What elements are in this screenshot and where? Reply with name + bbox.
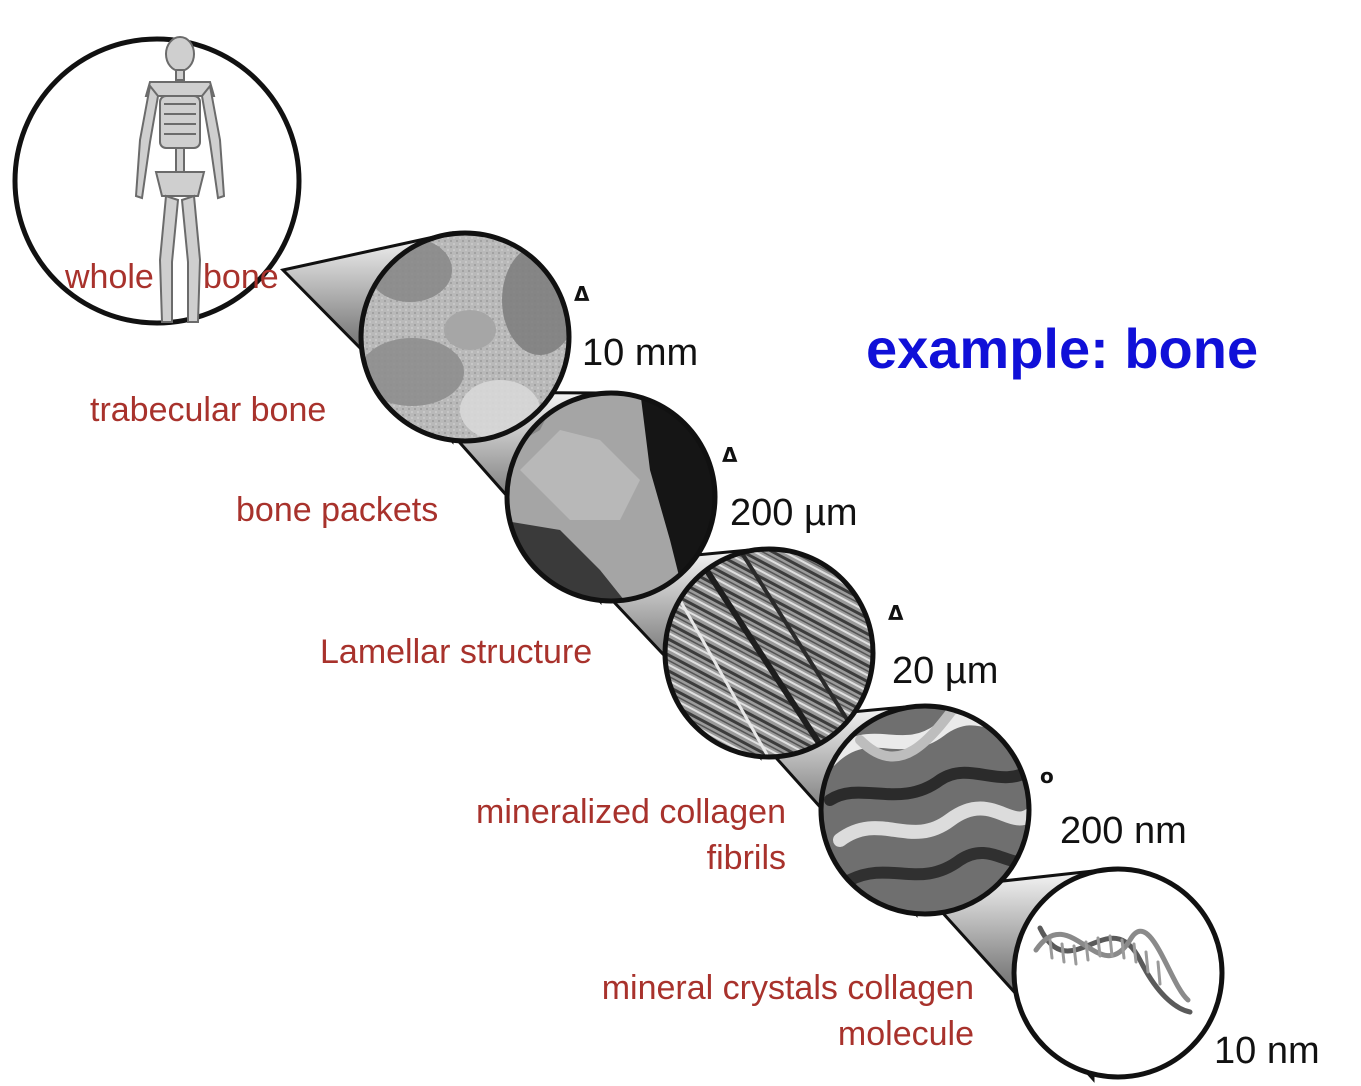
lamellar-scale: 20 µm xyxy=(892,650,998,693)
diagram-title: example: bone xyxy=(866,316,1258,381)
whole-label: whole xyxy=(65,257,154,298)
fibrils-scale: 200 nm xyxy=(1060,810,1187,853)
molecule-circle xyxy=(1014,869,1222,1077)
fibrils-label-line1: mineralized collagen xyxy=(380,792,786,833)
lamellar-structure-label: Lamellar structure xyxy=(320,632,592,673)
fibrils-marker: o xyxy=(1040,764,1054,788)
molecule-scale: 10 nm xyxy=(1214,1030,1320,1073)
lamellar-marker: Δ xyxy=(888,601,903,625)
molecule-label-line1: mineral crystals collagen xyxy=(500,968,974,1009)
bone-label: bone xyxy=(203,257,279,298)
trabecular-bone-label: trabecular bone xyxy=(90,390,326,431)
bone-packets-scale: 200 µm xyxy=(730,492,858,535)
bone-packets-label: bone packets xyxy=(236,490,438,531)
bone-packets-marker: Δ xyxy=(722,443,737,467)
trabecular-marker: Δ xyxy=(574,282,589,306)
trabecular-scale: 10 mm xyxy=(582,332,698,375)
molecule-label-line2: molecule xyxy=(500,1014,974,1055)
fibrils-label-line2: fibrils xyxy=(380,838,786,879)
